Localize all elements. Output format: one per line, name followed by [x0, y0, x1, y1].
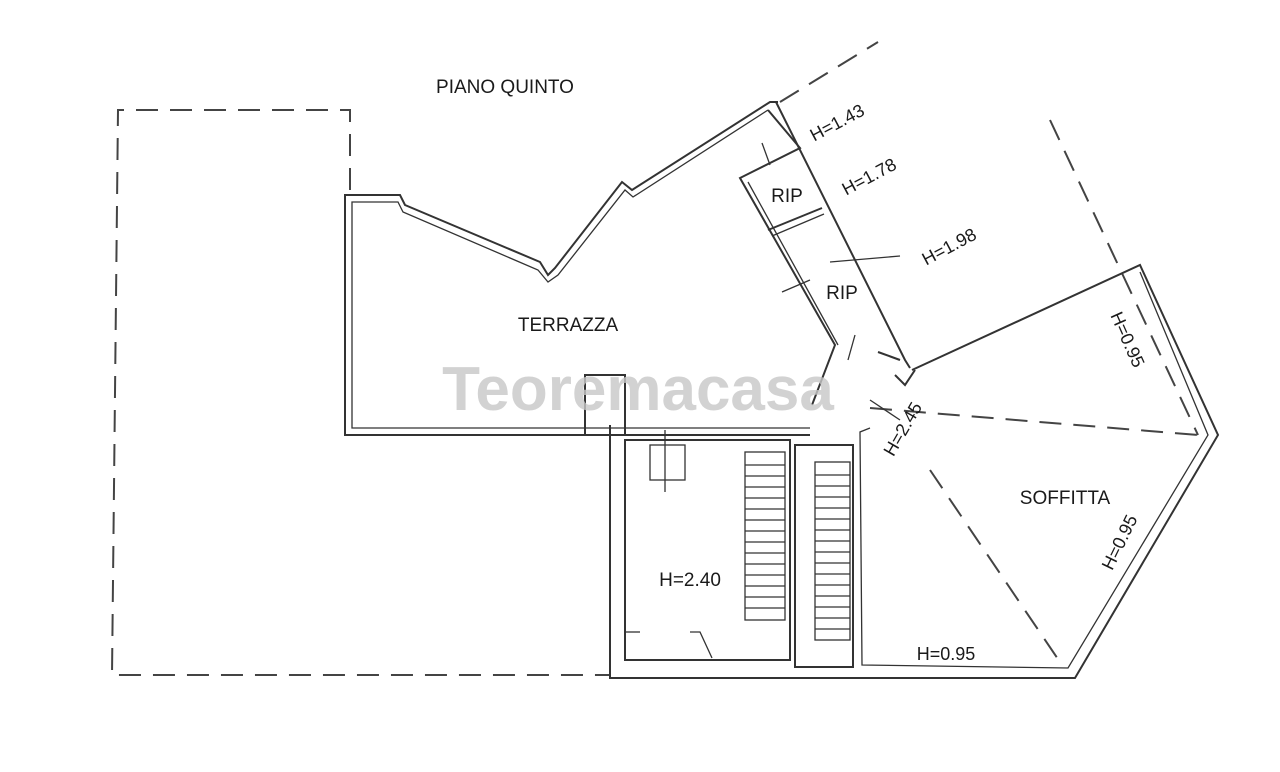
inner-rooms: [624, 430, 854, 668]
height-label: H=0.95: [1098, 512, 1142, 573]
height-label: H=0.95: [917, 644, 976, 664]
height-label: H=1.98: [919, 224, 980, 269]
room-label-terrace: TERRAZZA: [518, 315, 619, 336]
floor-title: PIANO QUINTO: [436, 77, 574, 98]
terrace-walls: [344, 101, 810, 436]
height-label: H=1.78: [839, 154, 900, 199]
watermark: Teoremacasa: [442, 355, 834, 424]
room-label-attic: SOFFITTA: [1020, 488, 1111, 509]
storage-walls: [738, 101, 916, 406]
attic-walls: [609, 263, 1220, 679]
height-label: H=2.40: [659, 570, 721, 591]
height-label: H=2.45: [880, 399, 927, 460]
height-label: H=1.43: [807, 100, 868, 145]
dashed-boundaries: [110, 41, 1199, 676]
room-label-storage-2: RIP: [826, 283, 858, 304]
stair-treads: [745, 464, 850, 630]
room-label-storage-1: RIP: [771, 186, 803, 207]
